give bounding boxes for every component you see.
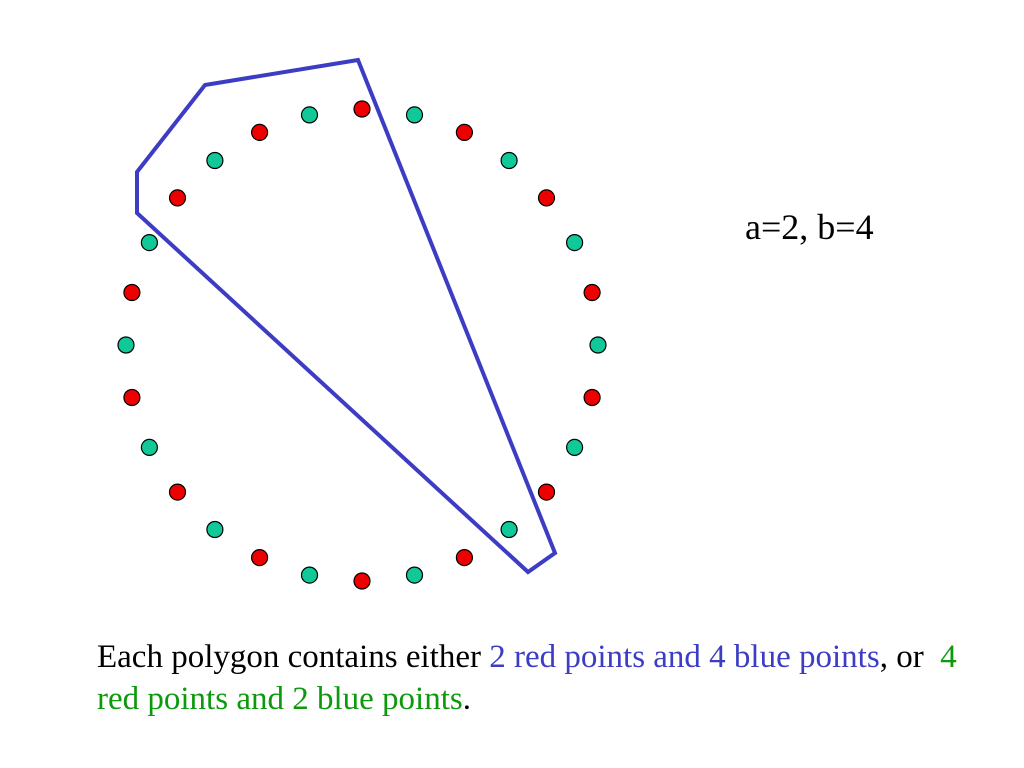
blue-point (140, 234, 158, 252)
blue-point (500, 151, 518, 170)
caption: Each polygon contains either 2 red point… (97, 636, 977, 720)
caption-text-middle: , or (879, 639, 941, 675)
red-point (123, 388, 141, 407)
red-point (168, 189, 187, 207)
red-point (455, 548, 473, 567)
caption-highlight-green: 4 red points and 2 blue points (97, 639, 957, 717)
blue-point (300, 566, 319, 584)
blue-point (140, 438, 158, 456)
polygon-outline (135, 57, 558, 575)
blue-point (589, 336, 607, 354)
red-point (168, 483, 187, 501)
red-point (353, 100, 371, 118)
blue-point (206, 151, 224, 170)
caption-text-end: . (462, 681, 471, 717)
blue-point (500, 520, 518, 539)
blue-point (300, 106, 319, 124)
red-point (455, 123, 473, 141)
params-label: a=2, b=4 (745, 207, 874, 247)
red-point (251, 548, 269, 567)
polygon-points-diagram (117, 57, 607, 590)
red-point (537, 483, 556, 501)
red-point (123, 283, 141, 302)
blue-point (565, 438, 584, 456)
red-point (583, 283, 601, 302)
caption-highlight-blue: 2 red points and 4 blue points (489, 639, 880, 675)
red-point (583, 388, 601, 407)
caption-text-start: Each polygon contains either (97, 639, 490, 675)
blue-point (405, 566, 424, 584)
blue-point (206, 520, 224, 539)
blue-point (405, 106, 424, 124)
point-ring (117, 100, 607, 590)
red-point (353, 572, 371, 590)
blue-point (565, 234, 584, 252)
red-point (537, 189, 556, 207)
blue-point (117, 336, 135, 354)
red-point (251, 123, 269, 141)
